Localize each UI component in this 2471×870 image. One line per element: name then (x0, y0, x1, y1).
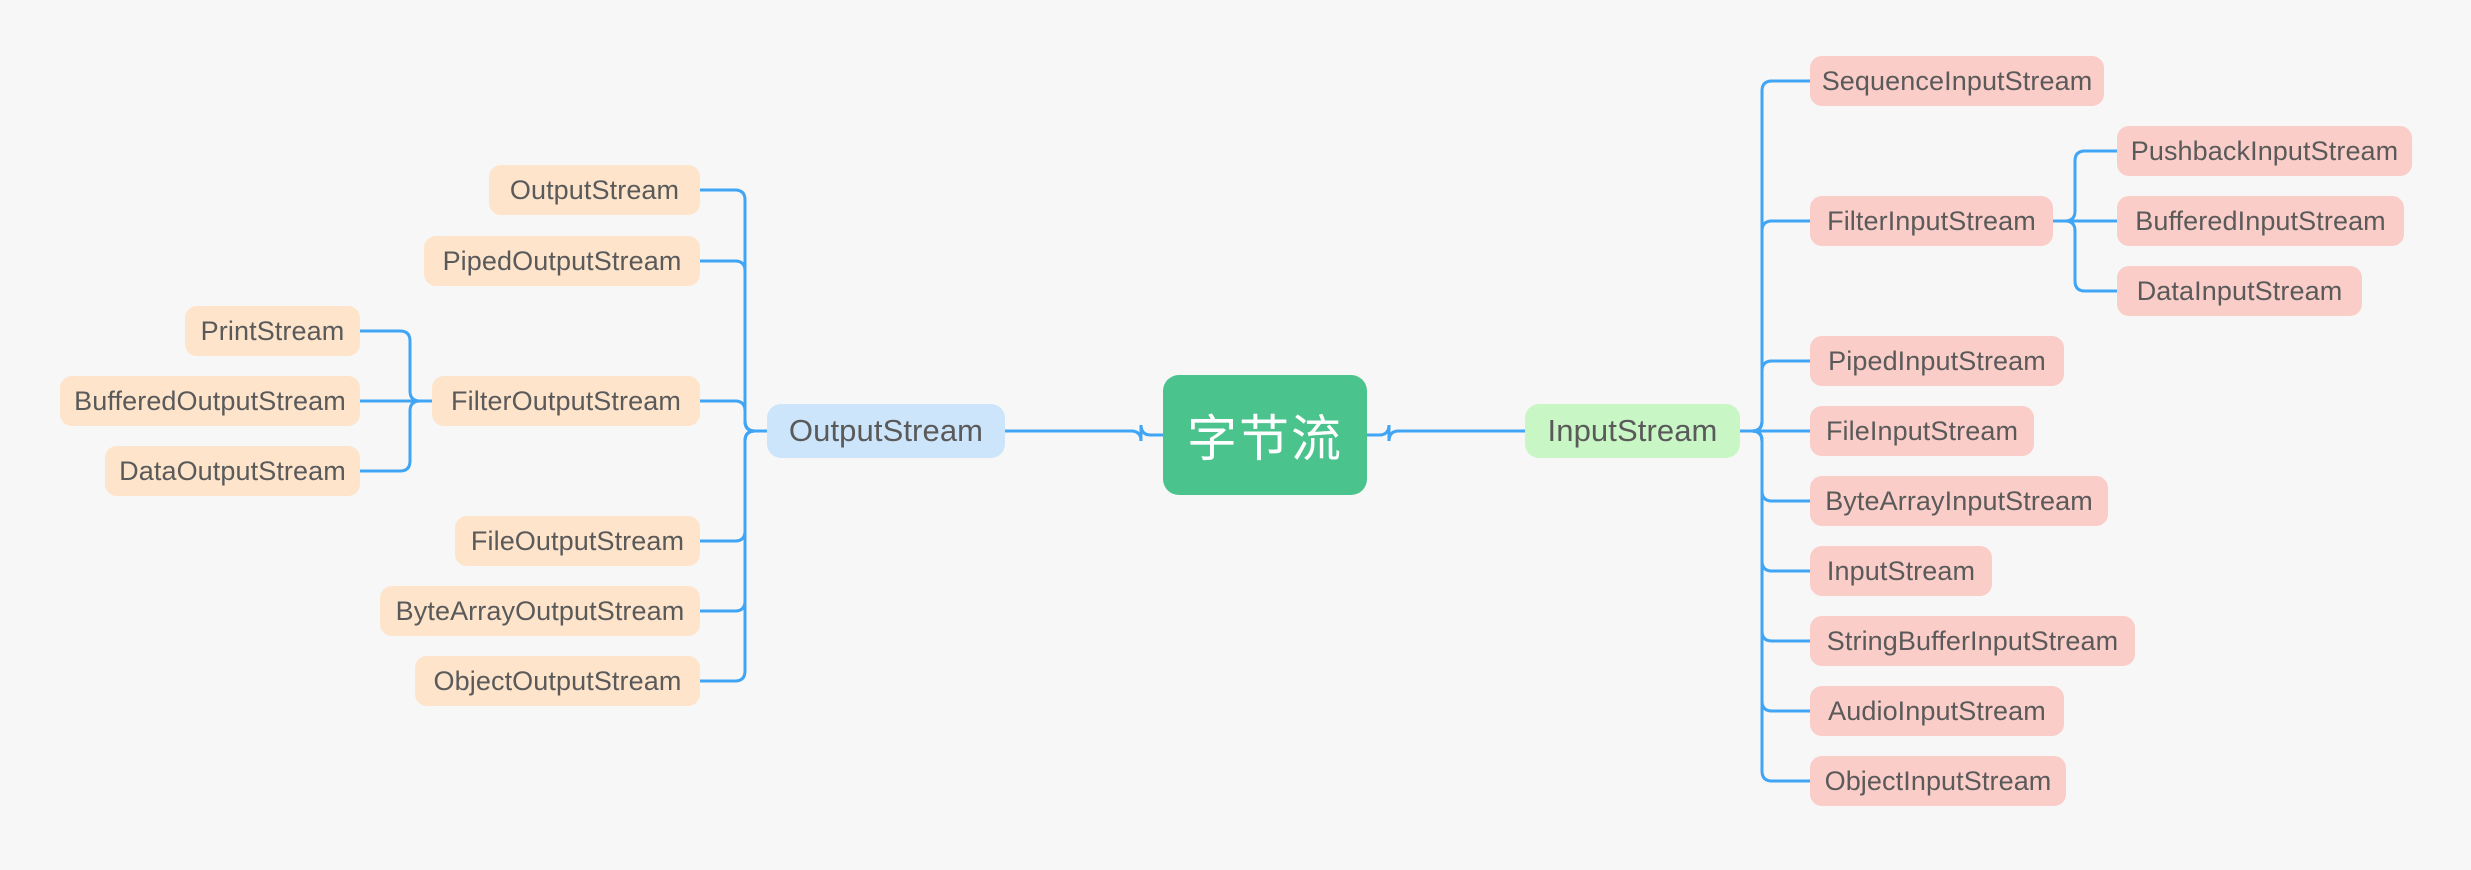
leaf-node-bufferedinputstream[interactable]: BufferedInputStream (2117, 196, 2404, 246)
node-label: 字节流 (1187, 411, 1343, 467)
leaf-node-audioinputstream[interactable]: AudioInputStream (1810, 686, 2064, 736)
node-label: BufferedOutputStream (74, 385, 346, 416)
node-label: AudioInputStream (1828, 695, 2046, 726)
node-label: PipedOutputStream (442, 245, 682, 276)
node-label: ObjectOutputStream (433, 665, 682, 696)
leaf-node-sequenceinputstream[interactable]: SequenceInputStream (1810, 56, 2104, 106)
leaf-node-dataoutputstream[interactable]: DataOutputStream (105, 446, 360, 496)
connector-line (358, 399, 434, 473)
leaf-node-filterinputstream[interactable]: FilterInputStream (1810, 196, 2053, 246)
node-label: OutputStream (509, 174, 680, 205)
root-node[interactable]: 字节流 (1163, 375, 1367, 495)
node-label: StringBufferInputStream (1826, 625, 2119, 656)
node-label: PrintStream (200, 315, 345, 346)
node-label: ObjectInputStream (1824, 765, 2052, 796)
connector-line (698, 429, 769, 543)
connector-line (1365, 424, 1527, 442)
leaf-node-datainputstream[interactable]: DataInputStream (2117, 266, 2362, 316)
leaf-node-filteroutputstream[interactable]: FilterOutputStream (432, 376, 700, 426)
node-label: InputStream (1826, 555, 1976, 586)
leaf-node-fileinputstream[interactable]: FileInputStream (1810, 406, 2034, 456)
leaf-node-bufferedoutputstream[interactable]: BufferedOutputStream (60, 376, 360, 426)
connector-line (1738, 79, 1812, 433)
node-label: FilterOutputStream (451, 385, 681, 416)
connector-line (698, 429, 769, 683)
node-label: FileInputStream (1825, 415, 2019, 446)
connector-line (1738, 429, 1812, 713)
connector-line (698, 259, 769, 433)
node-label: InputStream (1547, 413, 1718, 448)
node-label: SequenceInputStream (1821, 65, 2093, 96)
node-label: DataOutputStream (119, 455, 346, 486)
leaf-node-bytearrayinputstream[interactable]: ByteArrayInputStream (1810, 476, 2108, 526)
connector-line (1738, 429, 1812, 573)
leaf-node-bytearrayoutputstream[interactable]: ByteArrayOutputStream (380, 586, 700, 636)
node-label: ByteArrayInputStream (1825, 485, 2093, 516)
node-label: FilterInputStream (1827, 205, 2036, 236)
branch-node-outputstream[interactable]: OutputStream (767, 404, 1005, 458)
branch-node-inputstream[interactable]: InputStream (1525, 404, 1740, 458)
node-label: OutputStream (788, 413, 984, 448)
connector-line (1738, 219, 1812, 433)
connector-line (698, 429, 769, 613)
connector-line (698, 188, 769, 433)
leaf-node-objectinputstream[interactable]: ObjectInputStream (1810, 756, 2066, 806)
connector-line (1738, 429, 1812, 503)
node-label: ByteArrayOutputStream (395, 595, 685, 626)
leaf-node-inputstream[interactable]: InputStream (1810, 546, 1992, 596)
connector-line (1738, 429, 1812, 783)
connector-line (698, 399, 769, 433)
connector-line (358, 329, 434, 403)
node-label: PipedInputStream (1828, 345, 2046, 376)
leaf-node-outputstream[interactable]: OutputStream (489, 165, 700, 215)
connector-line (2051, 149, 2119, 223)
node-label: BufferedInputStream (2135, 205, 2386, 236)
node-label: DataInputStream (2136, 275, 2343, 306)
connector-line (1003, 424, 1165, 442)
connector-line (1738, 429, 1812, 643)
leaf-node-fileoutputstream[interactable]: FileOutputStream (455, 516, 700, 566)
leaf-node-stringbufferinputstream[interactable]: StringBufferInputStream (1810, 616, 2135, 666)
leaf-node-pushbackinputstream[interactable]: PushbackInputStream (2117, 126, 2412, 176)
leaf-node-pipedoutputstream[interactable]: PipedOutputStream (424, 236, 700, 286)
connector-line (2051, 219, 2119, 293)
leaf-node-objectoutputstream[interactable]: ObjectOutputStream (415, 656, 700, 706)
leaf-node-pipedinputstream[interactable]: PipedInputStream (1810, 336, 2064, 386)
node-label: PushbackInputStream (2130, 135, 2399, 166)
connector-line (1738, 359, 1812, 433)
node-label: FileOutputStream (470, 525, 685, 556)
leaf-node-printstream[interactable]: PrintStream (185, 306, 360, 356)
